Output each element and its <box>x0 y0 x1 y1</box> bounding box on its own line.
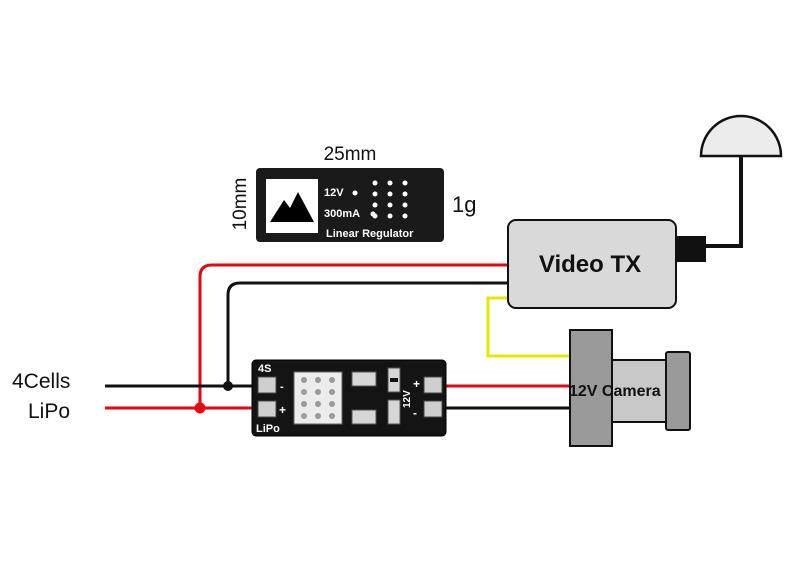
via-dot <box>372 180 378 186</box>
component-c2 <box>351 409 377 425</box>
black-vtx-wire <box>226 281 510 384</box>
width-dimension-label: 25mm <box>324 144 377 165</box>
camera-body <box>569 329 613 447</box>
component-c1 <box>351 371 377 387</box>
antenna <box>676 114 783 262</box>
component-r1-mark <box>390 378 398 382</box>
thermal-via <box>329 377 335 383</box>
board-pcb <box>251 359 447 437</box>
thermal-via <box>301 413 307 419</box>
thermal-via <box>315 401 321 407</box>
antenna-cable <box>706 156 743 248</box>
regulator-board: 4S - + LiPo + - 12V <box>251 359 447 437</box>
weight-label: 1g <box>452 192 476 217</box>
via-dot <box>387 202 393 208</box>
camera-lens-ring <box>665 351 691 431</box>
thermal-pad-vias <box>301 377 335 419</box>
output-plus-label: + <box>413 377 420 391</box>
video-tx-label: Video TX <box>539 251 641 278</box>
via-dot <box>387 213 393 219</box>
antenna-connector <box>676 236 706 262</box>
via-dot <box>402 191 408 197</box>
thermal-via <box>329 413 335 419</box>
via-dot <box>402 180 408 186</box>
via-dot <box>387 191 393 197</box>
preview-name-label: Linear Regulator <box>326 228 414 240</box>
video-tx-box <box>507 219 677 309</box>
preview-current-label: 300mA <box>324 208 360 220</box>
via-dot <box>372 202 378 208</box>
component-r2 <box>387 399 401 425</box>
input-minus-label: - <box>280 381 284 393</box>
camera: 12V Camera <box>569 329 691 447</box>
via-dot <box>402 202 408 208</box>
video-tx: Video TX <box>507 219 677 309</box>
antenna-dome-icon <box>699 114 783 158</box>
via-dot <box>372 213 378 219</box>
output-pad-negative <box>423 400 443 418</box>
via-dot <box>387 180 393 186</box>
battery-label: 4Cells LiPo <box>12 370 70 423</box>
via-dot <box>402 213 408 219</box>
red-vtx-wire <box>198 263 510 410</box>
ground-junction <box>223 381 233 391</box>
battery-cells-label: 4Cells <box>12 370 70 393</box>
thermal-via <box>329 401 335 407</box>
camera-label: 12V Camera <box>569 383 661 400</box>
battery-type-label: LiPo <box>28 400 70 423</box>
preview-via-dots <box>372 180 408 219</box>
input-plus-label: + <box>279 403 286 417</box>
positive-junction <box>194 402 206 414</box>
output-voltage-label: 12V <box>402 390 413 408</box>
thermal-via <box>315 377 321 383</box>
thermal-via <box>315 389 321 395</box>
via-dot <box>372 191 378 197</box>
yellow-video-wire <box>486 296 570 358</box>
thermal-via <box>315 413 321 419</box>
input-pad-positive <box>257 400 277 418</box>
output-minus-label: - <box>413 406 417 420</box>
height-dimension-label: 10mm <box>230 178 251 231</box>
wires <box>105 263 570 414</box>
preview-voltage-label: 12V <box>324 187 344 199</box>
thermal-via <box>301 389 307 395</box>
input-label-top: 4S <box>258 363 271 375</box>
thermal-via <box>301 401 307 407</box>
input-pad-negative <box>257 376 277 394</box>
thermal-via <box>301 377 307 383</box>
regulator-preview: 25mm 10mm 1g 12V 300mA Linear Regulator <box>230 144 476 242</box>
mountain-logo-icon <box>266 179 318 233</box>
input-label-bottom: LiPo <box>256 423 280 435</box>
output-pad-positive <box>423 376 443 394</box>
thermal-via <box>329 389 335 395</box>
